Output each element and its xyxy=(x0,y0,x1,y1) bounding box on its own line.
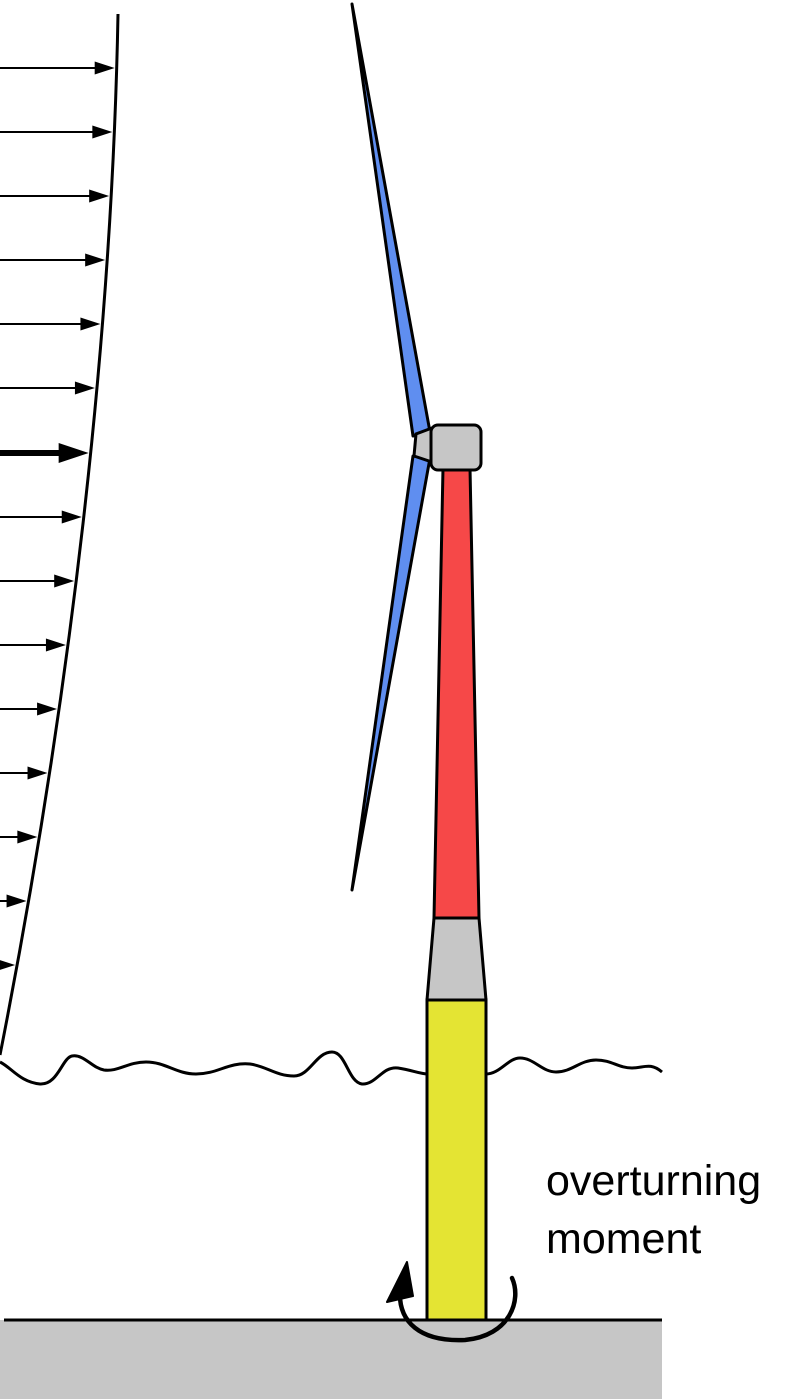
wind-arrowhead xyxy=(54,574,75,588)
sea-surface-wave xyxy=(0,1050,663,1086)
nacelle xyxy=(429,423,483,472)
lower-blade xyxy=(350,454,432,892)
tower xyxy=(432,466,481,920)
wind-arrowhead xyxy=(45,638,66,652)
overturning-label: overturning xyxy=(546,1157,761,1205)
wind-arrowhead xyxy=(27,766,48,780)
wind-arrowhead xyxy=(17,830,38,844)
rotor-hub xyxy=(412,425,434,465)
wind-arrowhead xyxy=(85,253,106,267)
wind-arrowhead xyxy=(61,510,82,524)
moment-arrowhead xyxy=(386,1261,414,1303)
moment-arrow xyxy=(397,1275,518,1343)
moment-label: moment xyxy=(546,1215,701,1263)
wind-arrowhead xyxy=(58,443,89,463)
wind-arrowhead xyxy=(37,702,58,716)
wind-profile-curve xyxy=(0,13,120,1056)
upper-blade xyxy=(350,2,432,438)
seabed xyxy=(0,1320,662,1399)
wind-arrowhead xyxy=(89,189,110,203)
wind-arrowhead xyxy=(74,381,95,395)
wind-arrowhead xyxy=(92,125,113,139)
transition-piece xyxy=(425,916,488,1002)
monopile xyxy=(425,998,488,1322)
wind-arrows xyxy=(0,61,115,970)
wind-arrowhead xyxy=(80,317,101,331)
wind-arrowhead xyxy=(94,61,115,75)
wind-arrowhead xyxy=(6,894,27,908)
wind-arrowhead xyxy=(0,960,16,970)
